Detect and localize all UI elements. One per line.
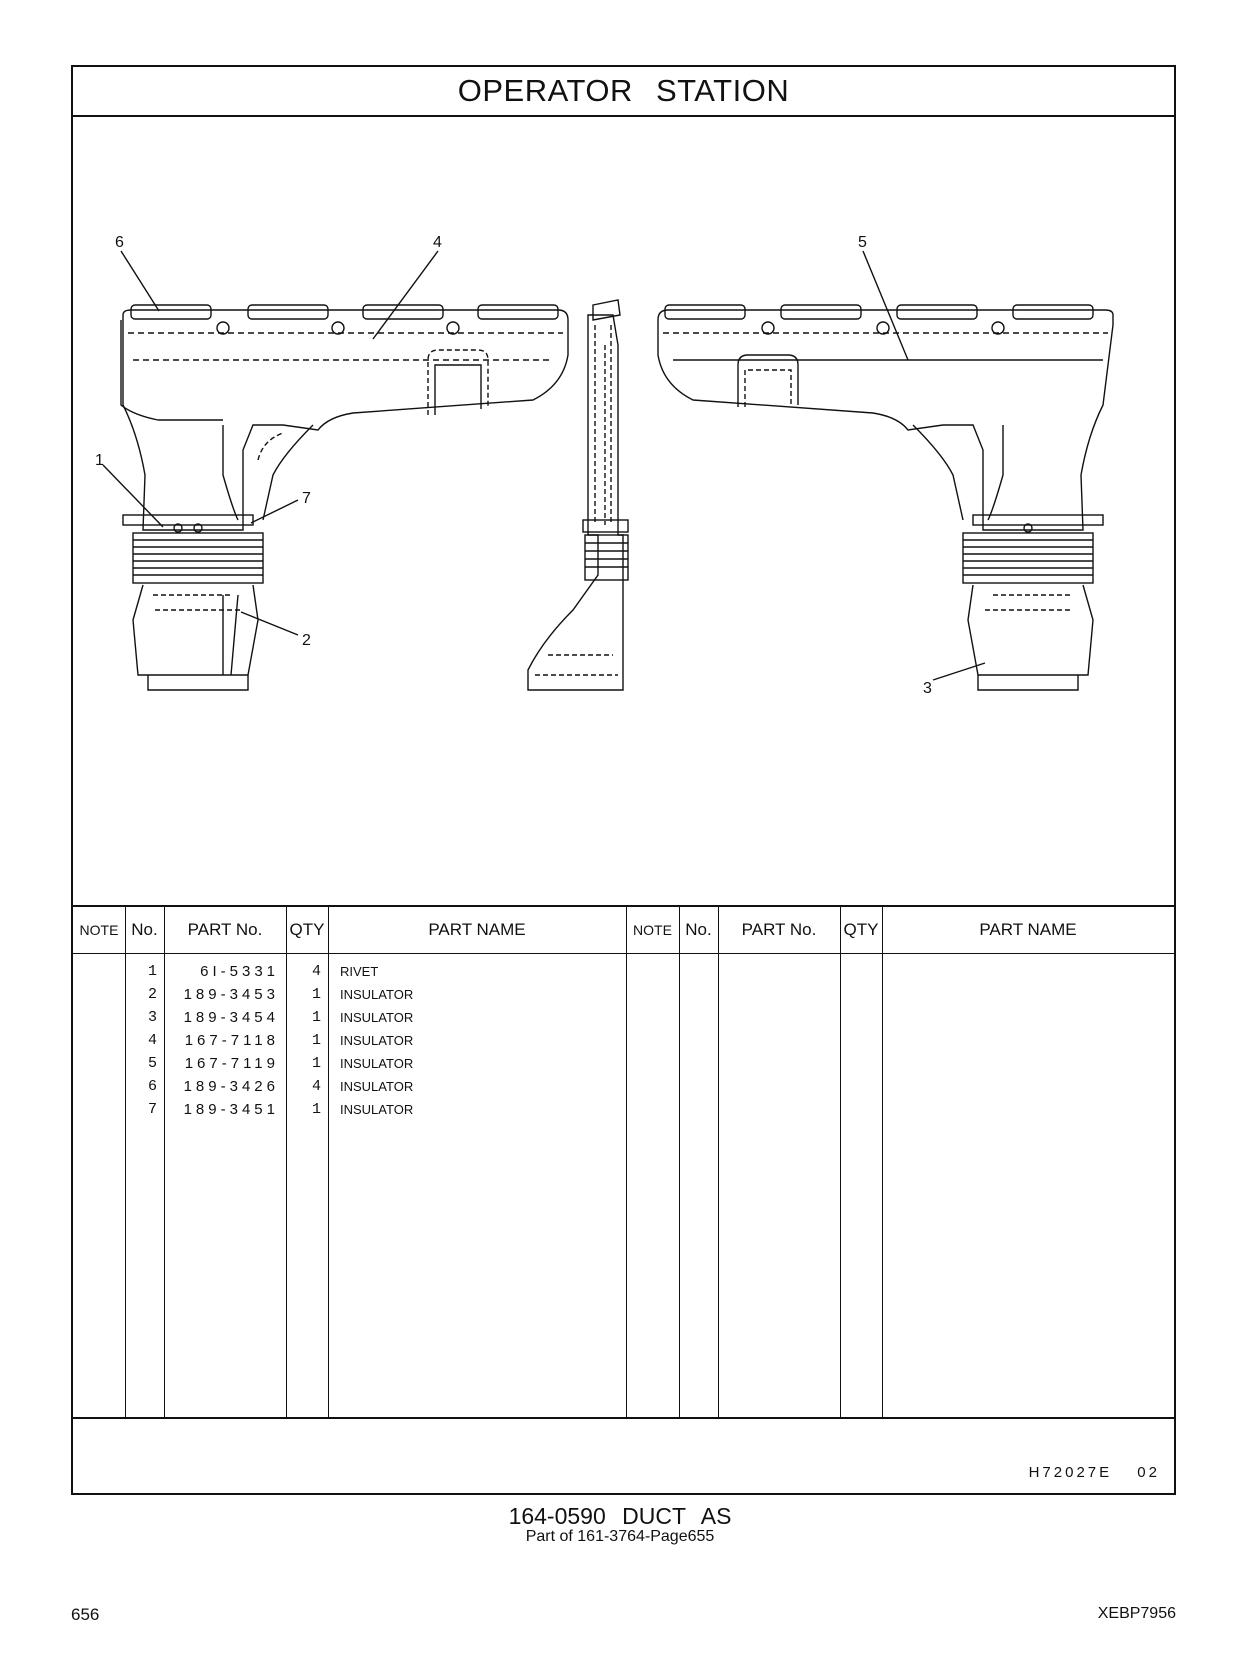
document-code: XEBP7956 — [1097, 1605, 1176, 1622]
page-number: 656 — [71, 1605, 100, 1624]
page-frame: OPERATOR STATION — [71, 65, 1176, 1495]
parts-illustration: 6 4 5 1 7 2 3 — [73, 115, 1174, 905]
header-no-right: No. — [685, 920, 712, 939]
table-divider — [882, 907, 883, 1417]
callout-1: 1 — [95, 452, 104, 469]
table-divider — [840, 907, 841, 1417]
callout-2: 2 — [302, 632, 311, 649]
callout-5: 5 — [858, 234, 867, 251]
table-divider — [626, 907, 627, 1417]
table-divider — [718, 907, 719, 1417]
table-divider — [679, 907, 680, 1417]
header-qty: QTY — [289, 920, 325, 939]
table-divider — [125, 907, 126, 1417]
callout-4: 4 — [433, 234, 442, 251]
header-note-right: NOTE — [633, 922, 672, 938]
table-header-divider — [73, 953, 1174, 954]
header-qty-right: QTY — [843, 920, 879, 939]
illustration-code: H72027E 02 — [1028, 1464, 1160, 1481]
header-note: NOTE — [79, 922, 119, 938]
page-title-bar: OPERATOR STATION — [73, 67, 1174, 117]
header-part-name-right: PART NAME — [979, 920, 1077, 939]
duct-left-view — [120, 304, 569, 691]
callout-7: 7 — [302, 490, 311, 507]
parts-table: NOTE No. PART No. QTY PART NAME NOTE No.… — [73, 905, 1174, 1419]
header-no: No. — [131, 920, 158, 939]
table-divider — [286, 907, 287, 1417]
callout-3: 3 — [923, 680, 932, 697]
footer-subtitle: Part of 161-3764-Page655 — [525, 1528, 715, 1545]
table-divider — [328, 907, 329, 1417]
callout-6: 6 — [115, 234, 124, 251]
footer-title: 164-0590 DUCT AS — [508, 1503, 732, 1529]
page-title: OPERATOR STATION — [457, 73, 790, 108]
duct-right-view — [657, 304, 1114, 691]
duct-side-view — [527, 299, 629, 691]
header-part-no-right: PART No. — [741, 920, 817, 939]
table-divider — [164, 907, 165, 1417]
header-part-name: PART NAME — [428, 920, 526, 939]
header-part-no: PART No. — [187, 920, 263, 939]
